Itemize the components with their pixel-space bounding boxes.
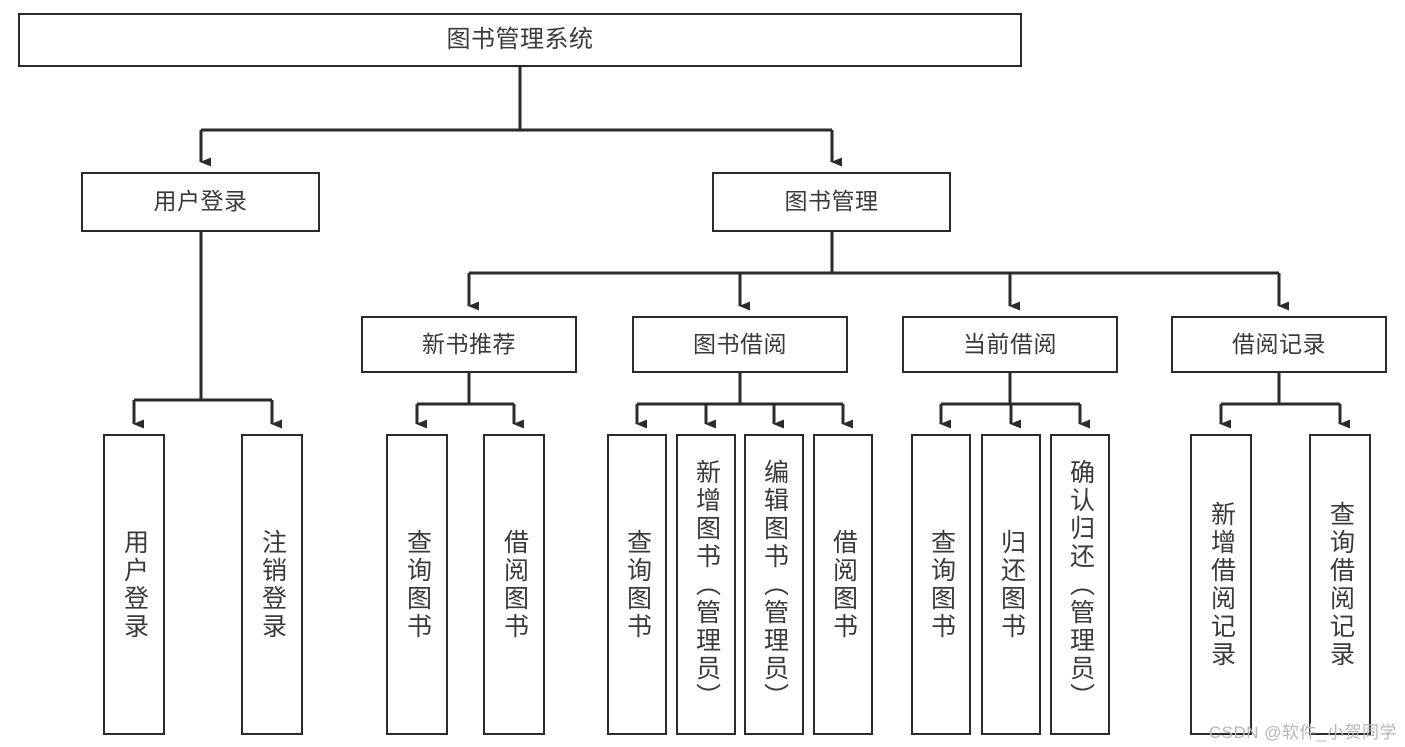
node-label-leaf-login-1: 用户登录 (120, 528, 149, 641)
node-label-leaf-cur-1: 查询图书 (927, 528, 956, 641)
node-leaf-bor-4[interactable]: 借阅图书 (813, 434, 873, 735)
node-l3-borrow[interactable]: 图书借阅 (632, 316, 848, 373)
node-label-leaf-rec-1: 新增借阅记录 (1207, 500, 1236, 669)
node-l3-current[interactable]: 当前借阅 (902, 316, 1118, 373)
node-label-root: 图书管理系统 (446, 25, 594, 53)
node-leaf-bor-3[interactable]: 编辑图书（管理员） (744, 434, 804, 735)
node-leaf-rec-2[interactable]: 查询借阅记录 (1309, 434, 1371, 735)
node-label-leaf-cur-3: 确认归还（管理员） (1066, 458, 1095, 711)
node-l2-book[interactable]: 图书管理 (712, 172, 951, 232)
node-label-l3-newbook: 新书推荐 (422, 330, 516, 357)
node-label-leaf-bor-4: 借阅图书 (829, 528, 858, 641)
node-l2-login[interactable]: 用户登录 (81, 172, 320, 232)
node-label-l3-borrow: 图书借阅 (693, 330, 787, 357)
node-label-leaf-new-1: 查询图书 (403, 528, 432, 641)
node-leaf-login-1[interactable]: 用户登录 (103, 434, 165, 735)
node-leaf-bor-1[interactable]: 查询图书 (607, 434, 667, 735)
node-leaf-cur-3[interactable]: 确认归还（管理员） (1050, 434, 1110, 735)
node-leaf-cur-2[interactable]: 归还图书 (981, 434, 1041, 735)
node-label-leaf-login-2: 注销登录 (258, 528, 287, 641)
node-label-leaf-new-2: 借阅图书 (500, 528, 529, 641)
node-label-leaf-bor-1: 查询图书 (623, 528, 652, 641)
node-label-leaf-bor-2: 新增图书（管理员） (692, 458, 721, 711)
node-label-l3-record: 借阅记录 (1232, 330, 1326, 357)
node-root[interactable]: 图书管理系统 (18, 13, 1022, 67)
node-leaf-new-2[interactable]: 借阅图书 (483, 434, 545, 735)
node-label-leaf-rec-2: 查询借阅记录 (1326, 500, 1355, 669)
node-leaf-login-2[interactable]: 注销登录 (241, 434, 303, 735)
node-label-l3-current: 当前借阅 (963, 330, 1057, 357)
node-leaf-rec-1[interactable]: 新增借阅记录 (1190, 434, 1252, 735)
node-label-l2-book: 图书管理 (784, 188, 879, 215)
node-leaf-bor-2[interactable]: 新增图书（管理员） (676, 434, 736, 735)
node-label-leaf-cur-2: 归还图书 (997, 528, 1026, 641)
node-label-leaf-bor-3: 编辑图书（管理员） (760, 458, 789, 711)
node-label-l2-login: 用户登录 (153, 188, 248, 215)
node-l3-record[interactable]: 借阅记录 (1171, 316, 1387, 373)
node-leaf-cur-1[interactable]: 查询图书 (911, 434, 971, 735)
node-leaf-new-1[interactable]: 查询图书 (386, 434, 448, 735)
csdn-watermark: CSDN @软件_小贺同学 (1208, 723, 1397, 742)
node-l3-newbook[interactable]: 新书推荐 (361, 316, 577, 373)
